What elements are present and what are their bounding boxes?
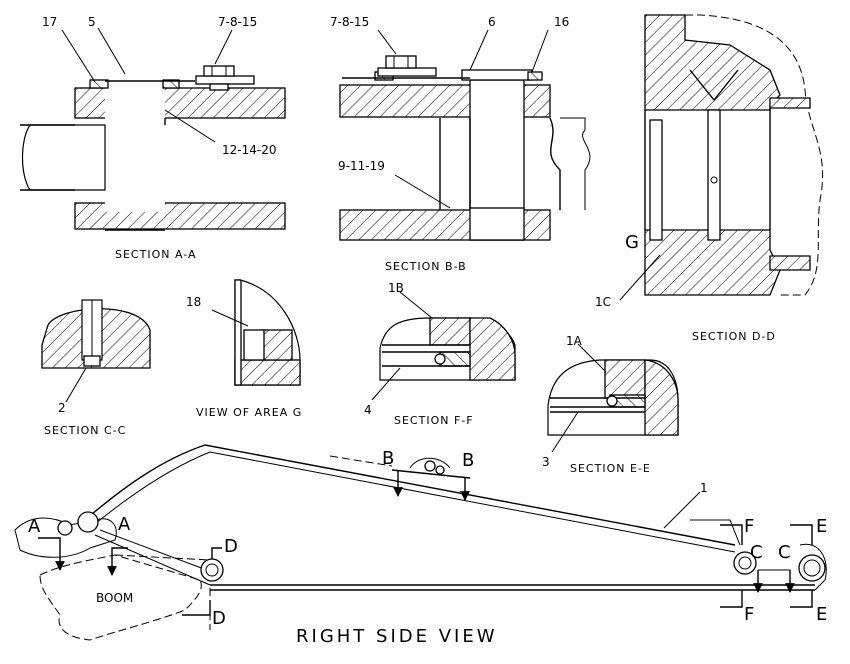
label-6: 6 (488, 15, 496, 29)
section-f-f: 1B 4 SECTION F-F (364, 281, 516, 427)
label-2: 2 (58, 401, 66, 415)
label-c-left: C (750, 542, 763, 563)
section-a-a: 17 5 7-8-15 12-14-20 SECTION A-A (20, 15, 286, 261)
label-boom: BOOM (96, 591, 133, 605)
label-g: G (625, 232, 639, 253)
caption-view-area-g: VIEW OF AREA G (196, 406, 302, 419)
label-16: 16 (554, 15, 569, 29)
label-b-right: B (462, 450, 474, 471)
label-f-top: F (744, 516, 754, 537)
label-e-top: E (816, 516, 827, 537)
section-c-c: 2 SECTION C-C (41, 299, 151, 437)
label-1c: 1C (595, 295, 611, 309)
label-18: 18 (186, 295, 201, 309)
right-side-view: B B 1 A A D D BOOM F F C C E E RIGHT SID… (14, 444, 827, 647)
caption-section-f-f: SECTION F-F (394, 414, 474, 427)
section-d-d: G 1C SECTION D-D (595, 14, 824, 343)
title-right-side-view: RIGHT SIDE VIEW (296, 626, 498, 647)
label-d-bottom: D (212, 608, 226, 629)
label-5: 5 (88, 15, 96, 29)
label-4: 4 (364, 403, 372, 417)
label-12-14-20: 12-14-20 (222, 143, 276, 157)
label-1a: 1A (566, 334, 583, 348)
label-1: 1 (700, 481, 708, 495)
label-f-bottom: F (744, 604, 754, 625)
label-1b: 1B (388, 281, 404, 295)
label-c-right: C (778, 542, 791, 563)
section-e-e: 1A 3 SECTION E-E (542, 334, 679, 475)
label-a-left: A (28, 516, 41, 537)
section-b-b: 7-8-15 6 16 9-11-19 SECTION B-B (330, 15, 591, 273)
label-a-right: A (118, 514, 131, 535)
caption-section-c-c: SECTION C-C (44, 424, 126, 437)
label-b-left: B (382, 448, 394, 469)
label-7-8-15-a: 7-8-15 (218, 15, 257, 29)
label-d-top: D (224, 536, 238, 557)
label-7-8-15-b: 7-8-15 (330, 15, 369, 29)
caption-section-e-e: SECTION E-E (570, 462, 651, 475)
caption-section-a-a: SECTION A-A (115, 248, 197, 261)
view-area-g: 18 VIEW OF AREA G (186, 279, 302, 419)
label-9-11-19: 9-11-19 (338, 159, 385, 173)
caption-section-b-b: SECTION B-B (385, 260, 467, 273)
label-3: 3 (542, 455, 550, 469)
label-17-a: 17 (42, 15, 57, 29)
label-e-bottom: E (816, 604, 827, 625)
caption-section-d-d: SECTION D-D (692, 330, 776, 343)
